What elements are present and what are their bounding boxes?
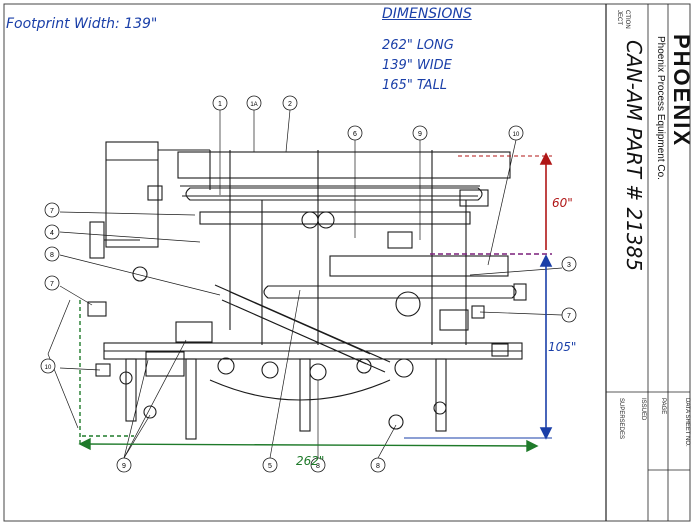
company-name: PHOENIX xyxy=(669,34,694,148)
balloon: 6 xyxy=(347,125,363,141)
balloon-label: 1 xyxy=(218,101,222,108)
part-number: CAN-AM PART # 21385 xyxy=(622,40,646,272)
balloon-label: 5 xyxy=(268,463,272,470)
balloon: 2 xyxy=(282,95,298,111)
field-page: PAGE xyxy=(660,398,666,415)
balloon-label: 8 xyxy=(376,463,380,470)
height-upper-label: 60" xyxy=(552,196,573,210)
balloon: 7 xyxy=(44,275,60,291)
middle-conveyor-frame xyxy=(329,255,509,277)
top-conveyor-frame xyxy=(177,151,511,179)
dimension-wide: 139" WIDE xyxy=(382,58,452,73)
large-pulley xyxy=(395,291,421,317)
balloon-label: 6 xyxy=(353,131,357,138)
balloon-label: 2 xyxy=(288,101,292,108)
balloon-label: 10 xyxy=(513,132,520,138)
field-issued: ISSUED xyxy=(640,398,646,421)
balloon: 8 xyxy=(310,457,326,473)
balloon-callouts: 1 1A 2 6 9 10 7 4 8 7 10 9 5 8 8 3 7 xyxy=(40,95,577,473)
balloon: 8 xyxy=(44,246,60,262)
balloon-label: 7 xyxy=(50,281,54,288)
balloon: 3 xyxy=(561,256,577,272)
middle-belt xyxy=(263,285,517,299)
leader-lines xyxy=(47,109,563,459)
balloon: 7 xyxy=(44,202,60,218)
leg xyxy=(435,358,447,432)
motor xyxy=(175,321,213,343)
field-datasheet: DATA SHEET NO. xyxy=(684,398,690,447)
balloon: 5 xyxy=(262,457,278,473)
left-hopper xyxy=(105,141,159,248)
field-subject: JECT xyxy=(616,10,622,25)
balloon-label: 1A xyxy=(250,102,257,108)
leg xyxy=(185,358,197,440)
field-supersedes: SUPERSEDES xyxy=(618,398,624,440)
balloon-label: 7 xyxy=(50,208,54,215)
machine-outline xyxy=(87,141,527,440)
leg xyxy=(125,358,137,422)
balloon: 1 xyxy=(212,95,228,111)
red-dimension-60 xyxy=(458,152,553,250)
balloon-label: 9 xyxy=(418,131,422,138)
balloon: 10 xyxy=(508,125,524,141)
dimension-long: 262" LONG xyxy=(382,38,454,53)
balloon-label: 8 xyxy=(50,252,54,259)
balloon: 8 xyxy=(370,457,386,473)
balloon-label: 9 xyxy=(122,463,126,470)
balloon-label: 10 xyxy=(45,365,52,371)
company-subtitle: Phoenix Process Equipment Co. xyxy=(655,36,666,180)
field-section: CTION xyxy=(624,10,630,29)
green-footprint xyxy=(78,300,539,453)
balloon: 4 xyxy=(44,224,60,240)
balloon-label: 4 xyxy=(50,230,54,237)
leg xyxy=(299,358,311,432)
footprint-width-note: Footprint Width: 139" xyxy=(6,16,158,32)
balloon: 9 xyxy=(116,457,132,473)
motor xyxy=(145,351,185,377)
balloon: 1A xyxy=(246,95,262,111)
dimension-tall: 165" TALL xyxy=(382,78,448,93)
balloon-label: 3 xyxy=(567,262,571,269)
height-lower-label: 105" xyxy=(548,340,577,354)
blue-dimension-105 xyxy=(404,254,553,440)
balloon: 9 xyxy=(412,125,428,141)
dimensions-title: DIMENSIONS xyxy=(382,6,472,22)
length-bottom-label: 262" xyxy=(296,454,325,468)
balloon-label: 8 xyxy=(316,463,320,470)
balloon: 7 xyxy=(561,307,577,323)
balloon: 10 xyxy=(40,358,56,374)
balloon-label: 7 xyxy=(567,313,571,320)
sheet-border xyxy=(3,3,691,522)
